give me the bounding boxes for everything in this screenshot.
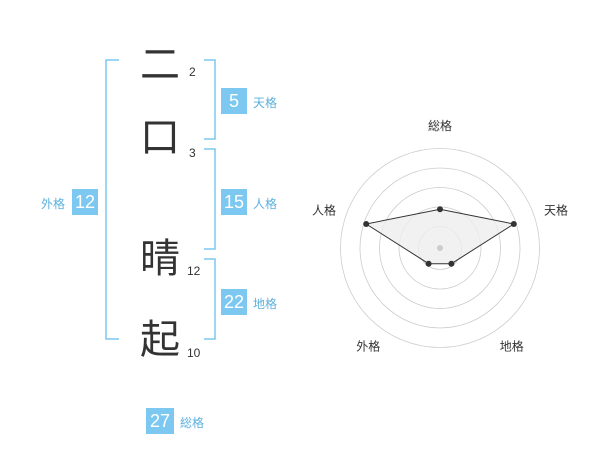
radar-point-1 xyxy=(437,206,443,213)
radar-grid-ring xyxy=(340,148,540,348)
gaikaku-value-badge: 12 xyxy=(72,189,98,215)
radar-point-4 xyxy=(425,260,432,267)
radar-point-3 xyxy=(448,260,455,267)
stroke-count-3: 12 xyxy=(187,264,201,278)
stroke-count-1: 2 xyxy=(189,65,196,79)
radar-axis-label-4: 外格 xyxy=(356,339,380,354)
stroke-count-4: 10 xyxy=(187,346,201,360)
stroke-count-2: 3 xyxy=(189,146,196,160)
radar-axis-label-2: 天格 xyxy=(544,202,568,217)
radar-axis-label-3: 地格 xyxy=(500,339,524,354)
radar-axis-label-5: 人格 xyxy=(312,202,336,217)
jinkaku-value-badge: 15 xyxy=(221,189,247,215)
radar-point-5 xyxy=(363,221,370,228)
chikaku-label: 地格 xyxy=(253,297,278,311)
chikaku-value-badge: 22 xyxy=(221,289,247,315)
tenkaku-value-badge: 5 xyxy=(221,88,247,114)
jinkaku-label: 人格 xyxy=(253,197,278,211)
name-char-4: 起 xyxy=(140,317,180,363)
radar-grid-ring xyxy=(379,187,501,309)
tenkaku-label: 天格 xyxy=(253,96,278,110)
soukaku-value-badge: 27 xyxy=(146,408,174,434)
name-char-1: 二 xyxy=(140,42,180,88)
radar-center-dot xyxy=(437,245,443,251)
radar-grid-ring xyxy=(359,167,521,329)
gaikaku-label: 外格 xyxy=(41,197,66,211)
soukaku-label: 総格 xyxy=(180,416,205,430)
name-char-3: 晴 xyxy=(140,236,180,282)
radar-point-2 xyxy=(510,221,517,228)
radar-data-polygon xyxy=(364,208,516,265)
name-char-2: 口 xyxy=(140,115,180,161)
radar-axis-label-1: 総格 xyxy=(428,118,452,133)
